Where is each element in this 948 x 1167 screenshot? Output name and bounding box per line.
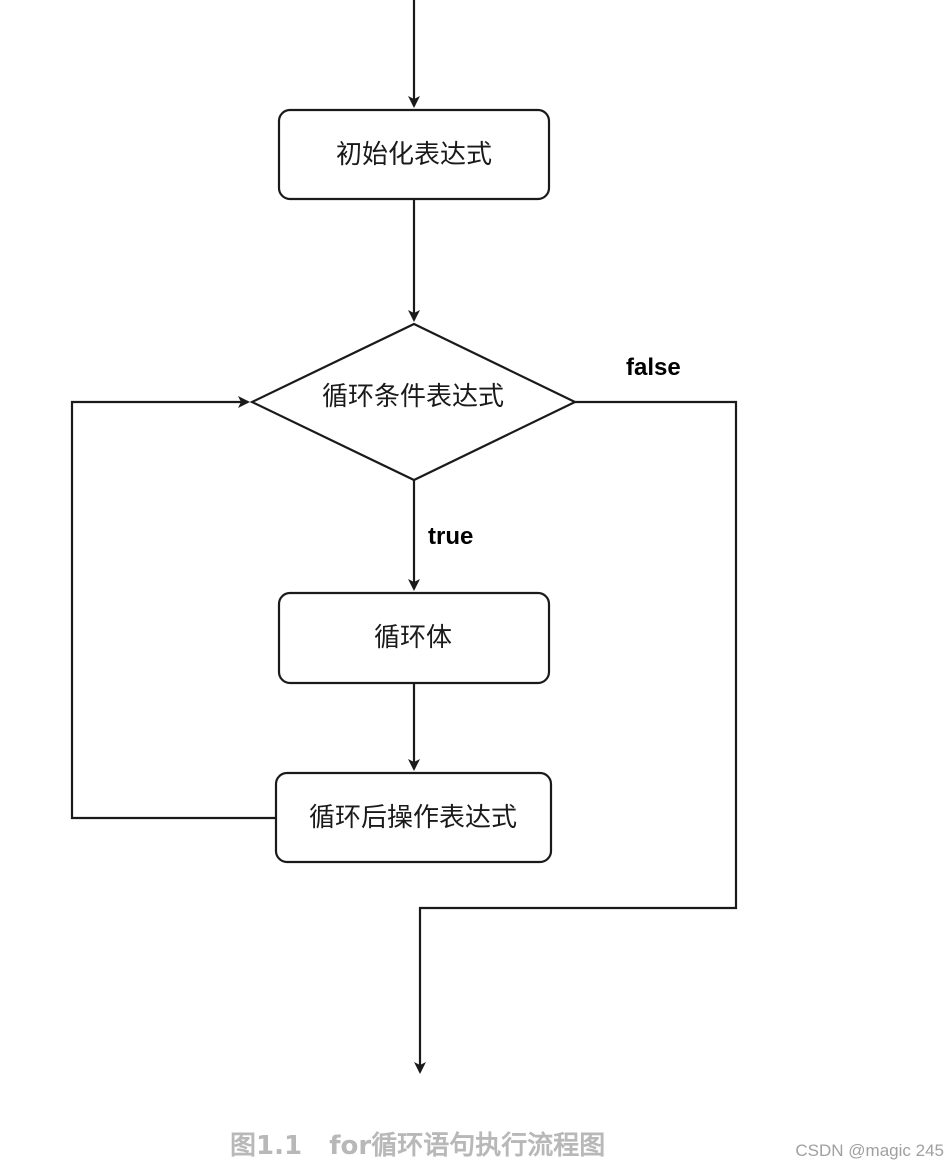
body-node-label: 循环体 (374, 623, 452, 653)
condition-node: 循环条件表达式 (249, 322, 578, 482)
false-exit-path (414, 400, 738, 1074)
condition-node-label: 循环条件表达式 (322, 382, 504, 412)
figure-caption: 图1.1 for循环语句执行流程图 (230, 1131, 606, 1161)
false-label: false (626, 354, 681, 381)
body-node: 循环体 (277, 591, 551, 685)
watermark: CSDN @magic 245 (795, 1141, 944, 1160)
post-node-label: 循环后操作表达式 (309, 803, 517, 833)
true-label: true (428, 523, 473, 550)
init-node: 初始化表达式 (277, 108, 551, 201)
post-node: 循环后操作表达式 (274, 771, 553, 864)
init-node-label: 初始化表达式 (336, 140, 492, 170)
loop-back-path (70, 396, 276, 820)
